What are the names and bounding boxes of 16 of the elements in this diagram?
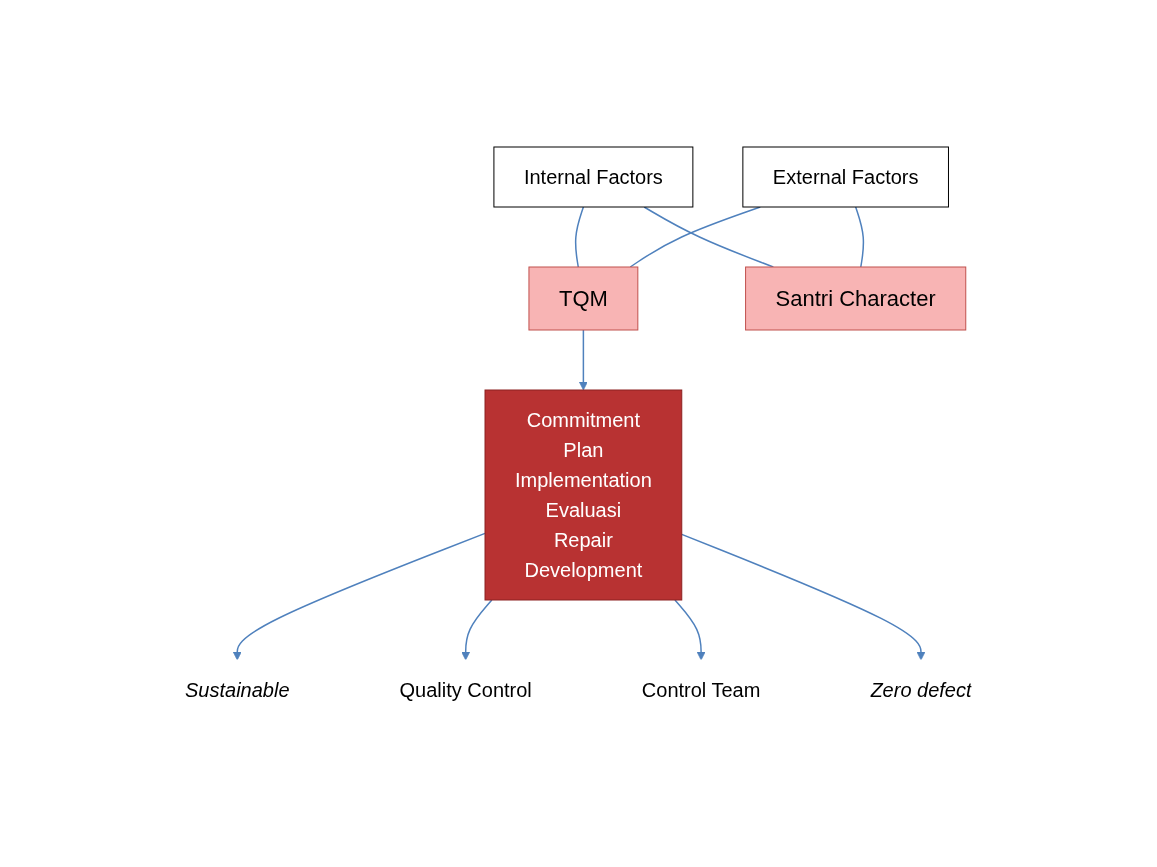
arrow bbox=[461, 599, 493, 661]
arrow bbox=[674, 599, 706, 661]
arrow bbox=[233, 532, 486, 661]
node-box: Internal Factors bbox=[493, 146, 694, 208]
node-box: Santri Character bbox=[745, 266, 967, 331]
node-text: Quality Control bbox=[399, 679, 533, 701]
connector bbox=[575, 206, 585, 268]
node-text: Control Team bbox=[642, 679, 761, 701]
node-text: Zero defect bbox=[870, 679, 972, 701]
node-box: External Factors bbox=[742, 146, 950, 208]
node-text: Sustainable bbox=[185, 679, 290, 701]
node-box: Commitment Plan Implementation Evaluasi Repair Development bbox=[484, 389, 683, 601]
arrow bbox=[681, 533, 926, 661]
arrow bbox=[579, 329, 588, 391]
connector bbox=[855, 206, 865, 268]
node-box: TQM bbox=[528, 266, 639, 331]
